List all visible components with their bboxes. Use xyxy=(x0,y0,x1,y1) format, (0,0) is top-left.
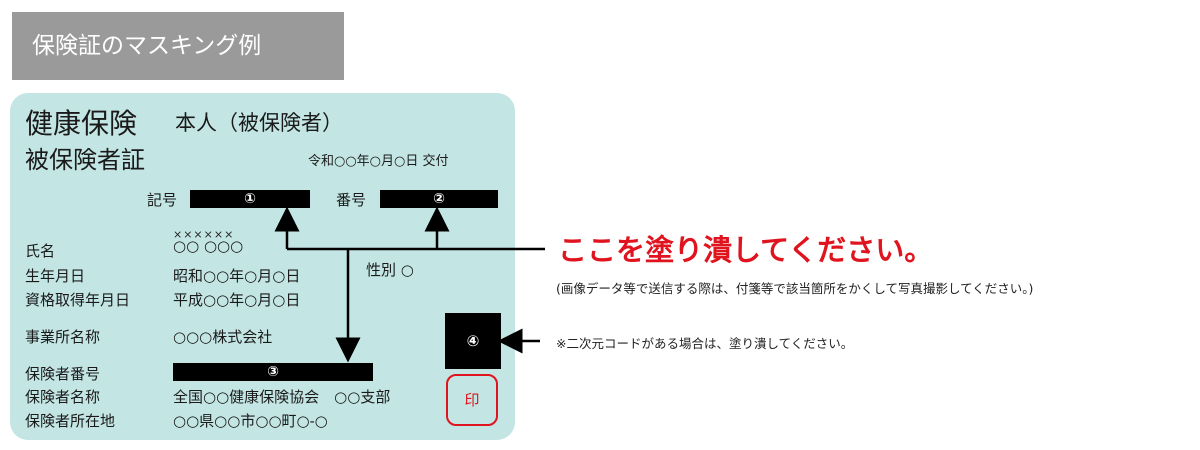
issue-date: 令和○○年○月○日 交付 xyxy=(308,154,449,169)
name-value: ○○ ○○○ xyxy=(173,237,244,255)
card-title-sub: 本人（被保険者） xyxy=(175,111,343,135)
insurer-addr-label: 保険者所在地 xyxy=(25,412,116,430)
insurer-addr-value: ○○県○○市○○町○-○ xyxy=(173,412,328,430)
gender: 性別 ○ xyxy=(366,261,414,279)
kigo-label: 記号 xyxy=(147,191,178,209)
qr-code-mask: ④ xyxy=(445,313,501,369)
qr-note: ※二次元コードがある場合は、塗り潰してください。 xyxy=(556,336,854,351)
section-heading: 保険証のマスキング例 xyxy=(12,12,344,80)
insurer-name-value: 全国○○健康保険協会 ○○支部 xyxy=(173,388,391,406)
insurance-card xyxy=(10,93,515,440)
bango-label: 番号 xyxy=(336,191,367,209)
callout-sub: (画像データ等で送信する際は、付箋等で該当箇所をかくして写真撮影してください。) xyxy=(556,281,1034,296)
name-label: 氏名 xyxy=(25,242,56,260)
insurer-no-label: 保険者番号 xyxy=(25,365,101,383)
kigo-mask: ① xyxy=(190,190,310,208)
bango-mask: ② xyxy=(380,190,498,208)
insurer-name-label: 保険者名称 xyxy=(25,388,101,406)
seal-stamp: 印 xyxy=(446,374,498,426)
acquire-label: 資格取得年月日 xyxy=(25,291,131,309)
callout-main: ここを塗り潰してください。 xyxy=(558,233,934,267)
birth-label: 生年月日 xyxy=(25,267,86,285)
birth-value: 昭和○○年○月○日 xyxy=(173,267,301,285)
card-title-main: 健康保険 xyxy=(25,107,138,140)
card-title-line2: 被保険者証 xyxy=(25,146,145,174)
acquire-value: 平成○○年○月○日 xyxy=(173,291,301,309)
name-ruby: ×××××× xyxy=(173,228,235,241)
office-value: ○○○株式会社 xyxy=(173,328,273,346)
insurer-no-mask: ③ xyxy=(173,363,373,381)
office-label: 事業所名称 xyxy=(25,328,101,346)
